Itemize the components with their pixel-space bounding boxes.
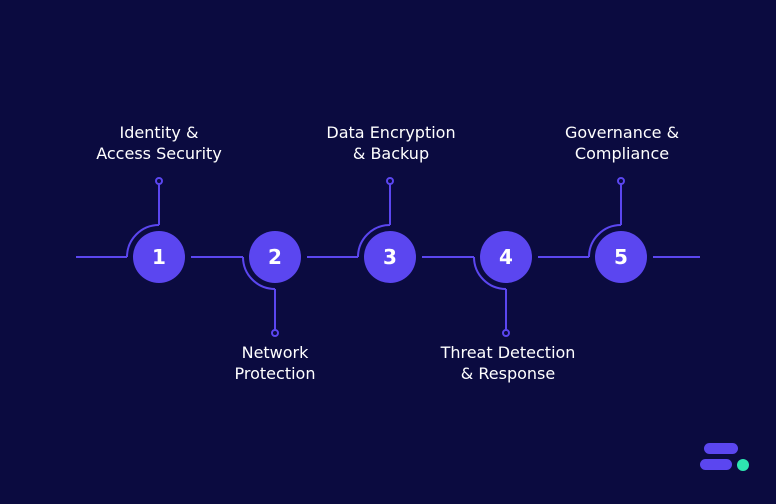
- step-2-label: Network Protection: [234, 343, 316, 383]
- step-5-arc: [588, 224, 622, 258]
- step-2-connector-dot: [271, 329, 279, 337]
- step-5-circle: [595, 231, 647, 283]
- brand-logo-icon: [700, 443, 749, 471]
- step-5-connector-dot: [617, 177, 625, 185]
- step-1-label: Identity & Access Security: [96, 123, 222, 163]
- step-5-number: 5: [614, 245, 628, 269]
- step-2-arc: [242, 256, 276, 290]
- step-3-label: Data Encryption & Backup: [326, 123, 456, 163]
- step-1-circle: [133, 231, 185, 283]
- step-3-number: 3: [383, 245, 397, 269]
- step-1-connector-dot: [155, 177, 163, 185]
- step-1-number: 1: [152, 245, 166, 269]
- step-4-circle: [480, 231, 532, 283]
- step-2-number: 2: [268, 245, 282, 269]
- step-4-arc: [473, 256, 507, 290]
- step-4-label: Threat Detection & Response: [440, 343, 576, 383]
- step-2-circle: [249, 231, 301, 283]
- step-5-label: Governance & Compliance: [564, 123, 680, 163]
- step-3-connector-dot: [386, 177, 394, 185]
- step-1-arc: [126, 224, 160, 258]
- step-4-number: 4: [499, 245, 513, 269]
- step-3-circle: [364, 231, 416, 283]
- step-3-arc: [357, 224, 391, 258]
- step-4-connector-dot: [502, 329, 510, 337]
